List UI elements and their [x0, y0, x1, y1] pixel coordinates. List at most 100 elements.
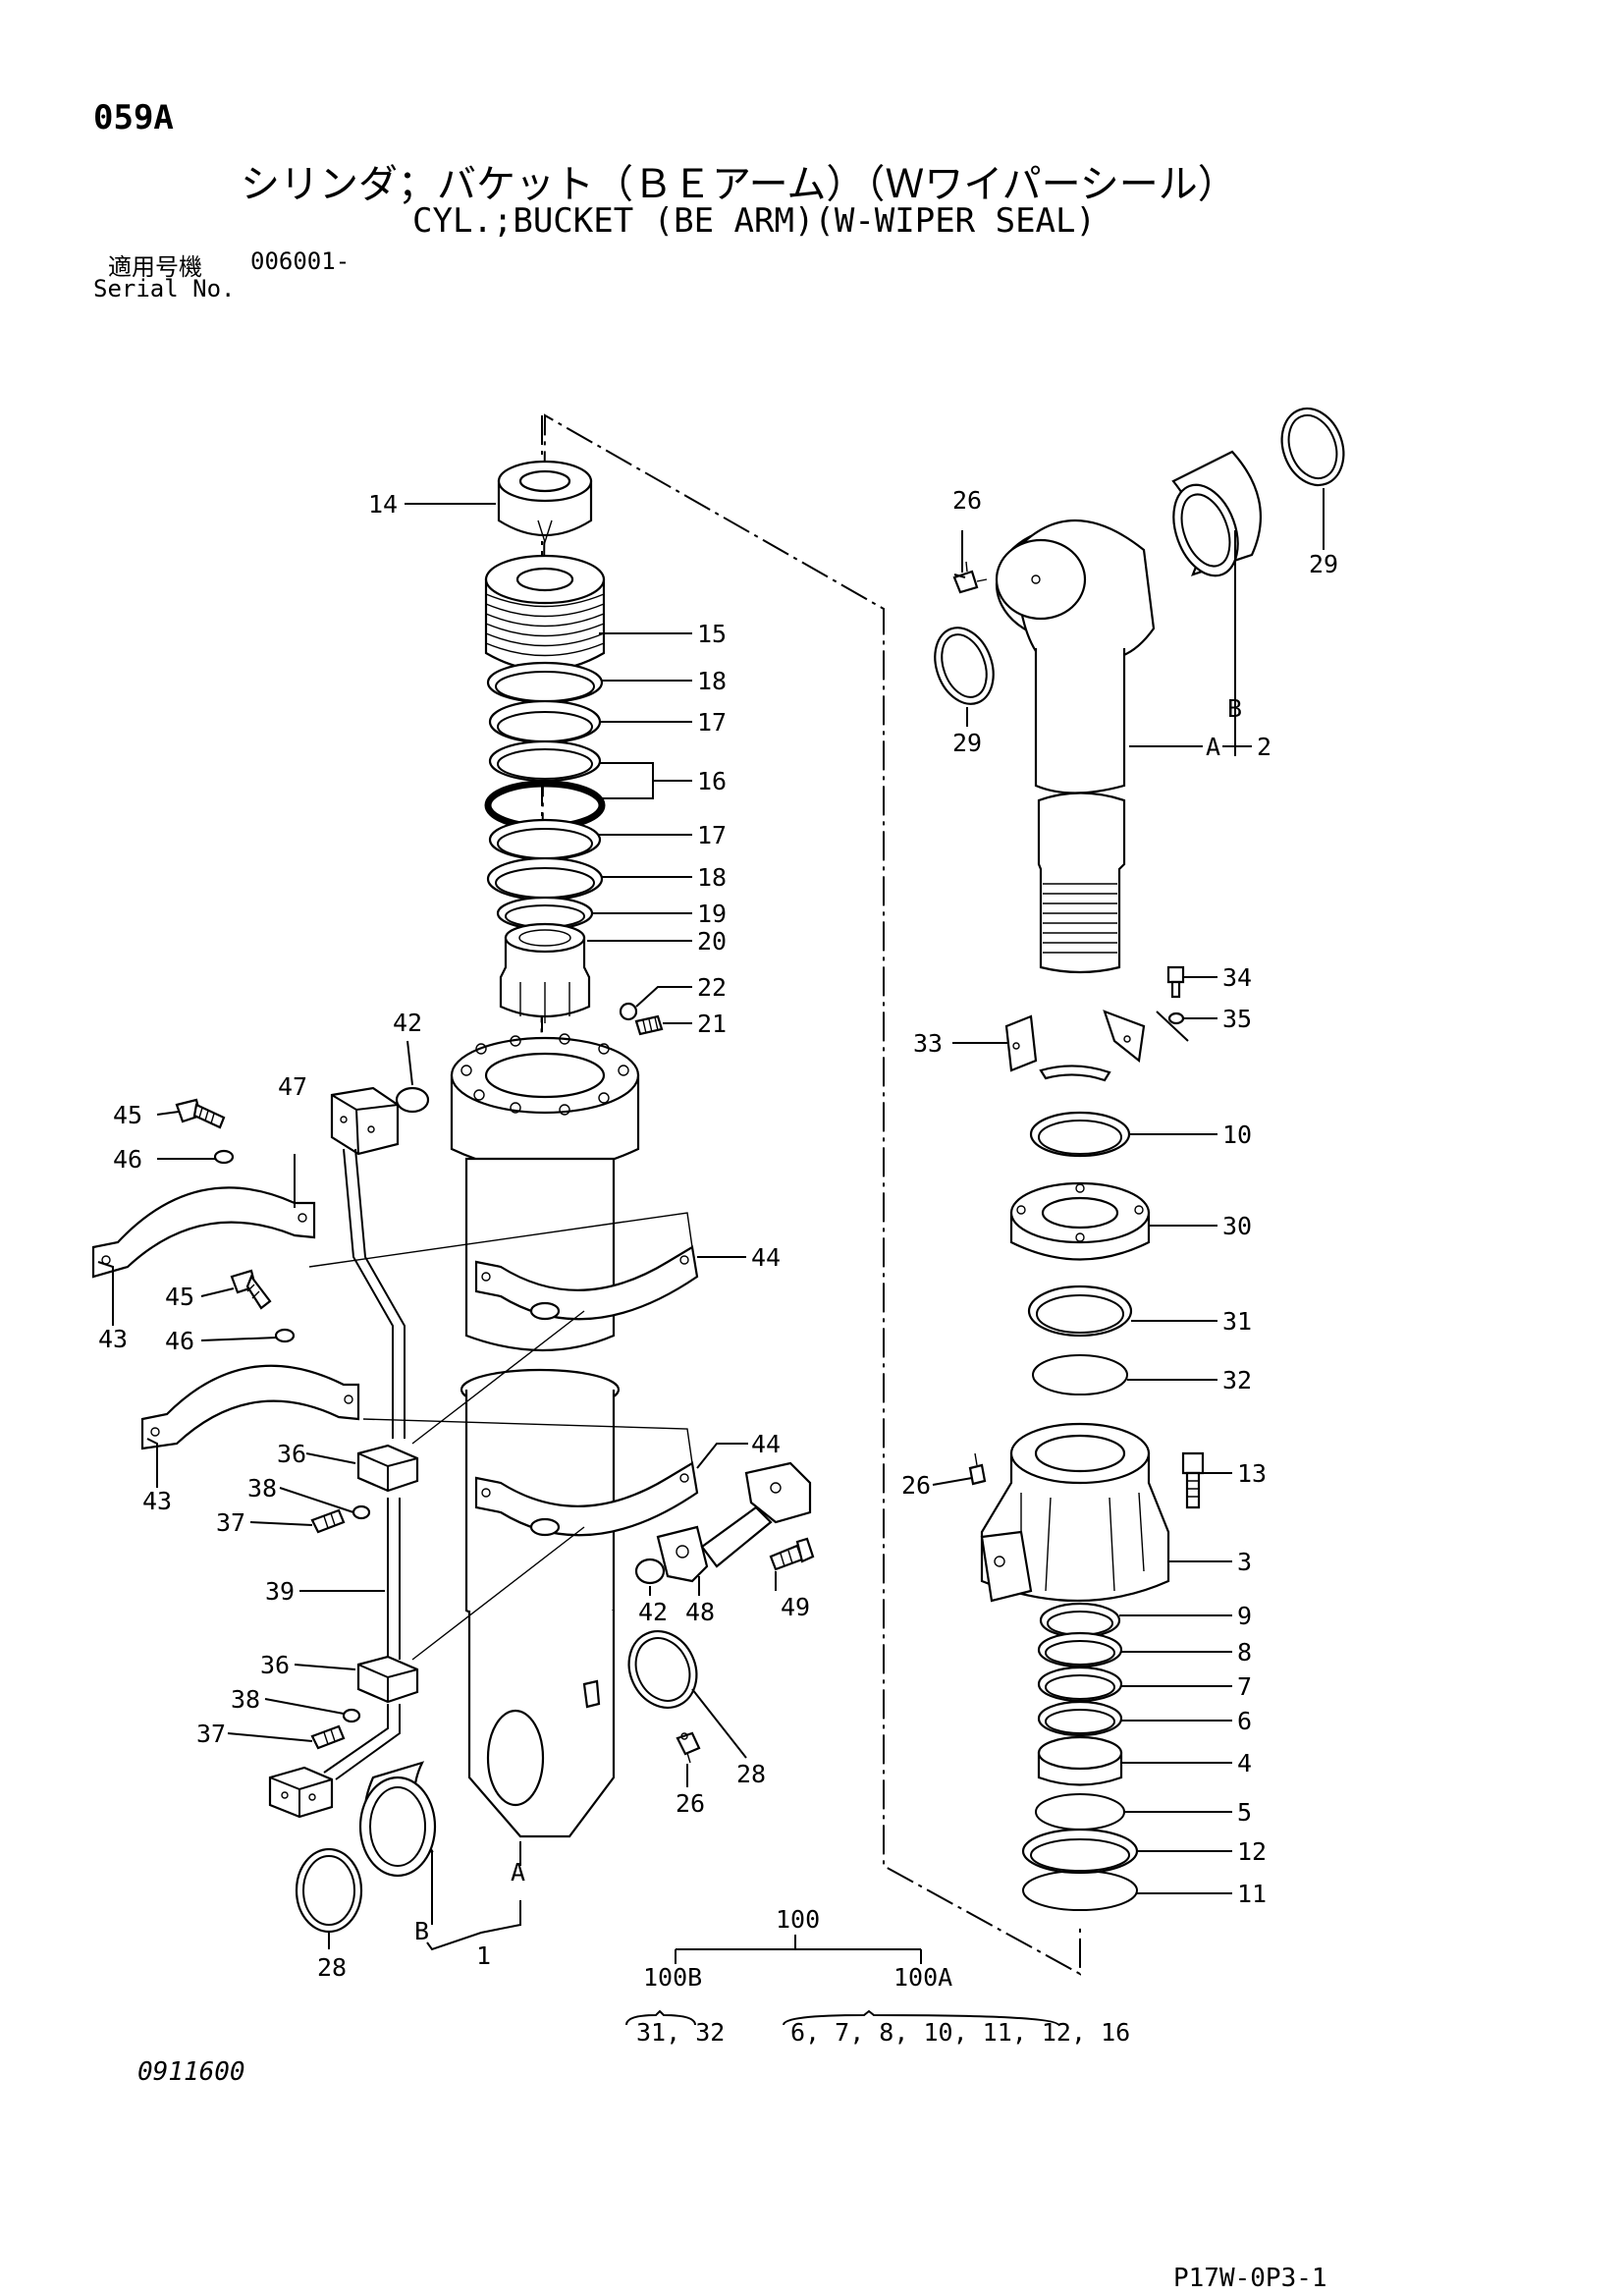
part-31-wear-ring [1027, 1285, 1133, 1338]
callout-18-lower: 18 [697, 863, 727, 892]
assembly-guide-line [539, 413, 1081, 1976]
callout-18-upper: 18 [697, 667, 727, 695]
title-japanese: シリンダ；バケット（ＢＥアーム）（Ｗワイパーシール） [241, 162, 1237, 207]
part-46-washer-upper [213, 1149, 235, 1165]
callout-38-upper: 38 [247, 1474, 277, 1503]
rod-cover-seal-stack [1021, 1602, 1139, 1911]
leader-lines [97, 488, 1325, 2026]
callout-A-upper: A [1206, 733, 1220, 761]
callout-5: 5 [1237, 1798, 1252, 1827]
part-20-nut [499, 922, 591, 1023]
part-36-clip-upper [356, 1444, 419, 1493]
part-29-dust-seal-left [934, 627, 995, 705]
part-43-clamp-upper [91, 1186, 316, 1279]
cylinder-tube [460, 1157, 621, 1838]
callout-36-lower: 36 [260, 1651, 290, 1679]
part-28-dust-seal-left [295, 1847, 363, 1934]
callout-43-lower: 43 [142, 1487, 172, 1515]
callout-14: 14 [368, 490, 398, 519]
part-26-grease-nipple-tube [676, 1731, 701, 1764]
part-35-washer [1167, 1011, 1185, 1025]
callout-34: 34 [1222, 963, 1252, 992]
callout-48: 48 [685, 1598, 715, 1626]
callout-29-left: 29 [952, 729, 982, 757]
pipe-guide-lower [411, 1310, 585, 1661]
part-46-washer-lower [274, 1328, 296, 1343]
part-44-clamp-upper [474, 1245, 699, 1321]
part-3-rod-cover [980, 1422, 1170, 1603]
callout-49: 49 [781, 1593, 810, 1621]
part-49-bolt [769, 1537, 815, 1571]
part-10-seal [1029, 1111, 1131, 1158]
rod-seal-stack [484, 661, 606, 931]
pipe-lower-bend [323, 1704, 401, 1780]
callout-11: 11 [1237, 1880, 1267, 1908]
part-38-washer-lower [342, 1708, 361, 1723]
callout-9: 9 [1237, 1602, 1252, 1630]
callout-3: 3 [1237, 1548, 1252, 1576]
callout-8: 8 [1237, 1638, 1252, 1667]
callout-42-upper: 42 [393, 1009, 422, 1037]
callout-28-right: 28 [736, 1760, 766, 1788]
callout-33: 33 [913, 1029, 943, 1058]
part-42-o-ring-lower [634, 1558, 666, 1585]
part-26-grease-nipple-eye [952, 561, 988, 594]
callout-44-lower: 44 [751, 1430, 781, 1458]
callout-35: 35 [1222, 1005, 1252, 1033]
page-code: 059A [93, 98, 174, 137]
part-15-gland [484, 554, 606, 672]
part-14-dust-seal [497, 460, 593, 545]
sheet-code: P17W-0P3-1 [1173, 2264, 1327, 2293]
callout-28-left: 28 [317, 1953, 347, 1982]
pipe-block-upper [330, 1086, 400, 1156]
callout-A-lower: A [511, 1858, 525, 1886]
callout-42-lower: 42 [638, 1598, 668, 1626]
part-37-bolt-lower [310, 1724, 346, 1750]
callout-15: 15 [697, 620, 727, 648]
part-21-set-screw [634, 1014, 664, 1036]
callout-B-upper: B [1227, 694, 1242, 723]
drawing-number: 0911600 [137, 2057, 245, 2087]
kit-100B-parts: 31, 32 [636, 2018, 725, 2047]
callout-31: 31 [1222, 1307, 1252, 1336]
callout-labels: 14 15 18 17 16 17 18 19 20 22 21 42 47 4… [98, 486, 1338, 2047]
callout-16: 16 [697, 767, 727, 795]
part-28-dust-seal-right [627, 1630, 698, 1709]
callout-44-upper: 44 [751, 1243, 781, 1272]
part-29-dust-seal-top [1280, 407, 1345, 487]
part-26-grease-nipple-cover [968, 1452, 987, 1486]
callout-10: 10 [1222, 1121, 1252, 1149]
part-48-elbow-fitting [656, 1461, 812, 1583]
kit-100A-parts: 6, 7, 8, 10, 11, 12, 16 [790, 2018, 1130, 2047]
callout-36-upper: 36 [277, 1440, 306, 1468]
cylinder-head-flange [450, 1033, 640, 1173]
part-2-bushing [1171, 450, 1263, 577]
callout-B-lower: B [414, 1917, 429, 1945]
callout-21: 21 [697, 1010, 727, 1038]
part-34-bolt [1166, 965, 1185, 999]
callout-29-top: 29 [1309, 550, 1338, 578]
callout-22: 22 [697, 973, 727, 1002]
kit-100-label: 100 [776, 1905, 820, 1934]
part-39-pipe-lower [387, 1498, 401, 1660]
callout-46-upper: 46 [113, 1145, 142, 1174]
part-45-bolt-lower [230, 1269, 272, 1310]
callout-2: 2 [1257, 733, 1271, 761]
callout-26-tube: 26 [676, 1789, 705, 1818]
callout-43-upper: 43 [98, 1325, 128, 1353]
piston-rod [1037, 792, 1126, 974]
callout-39: 39 [265, 1577, 295, 1606]
callout-38-lower: 38 [231, 1685, 260, 1714]
callout-26-eye: 26 [952, 486, 982, 515]
serial-label-english: Serial No. [93, 275, 236, 302]
callout-20: 20 [697, 927, 727, 956]
piston-rod-eye [995, 519, 1156, 794]
part-44-clamp-lower [474, 1461, 699, 1537]
callout-17-upper: 17 [697, 708, 727, 737]
part-45-bolt-upper [175, 1098, 226, 1129]
callout-32: 32 [1222, 1366, 1252, 1394]
callout-45-upper: 45 [113, 1101, 142, 1129]
part-1-bushing [358, 1761, 437, 1878]
callout-46-lower: 46 [165, 1327, 194, 1355]
